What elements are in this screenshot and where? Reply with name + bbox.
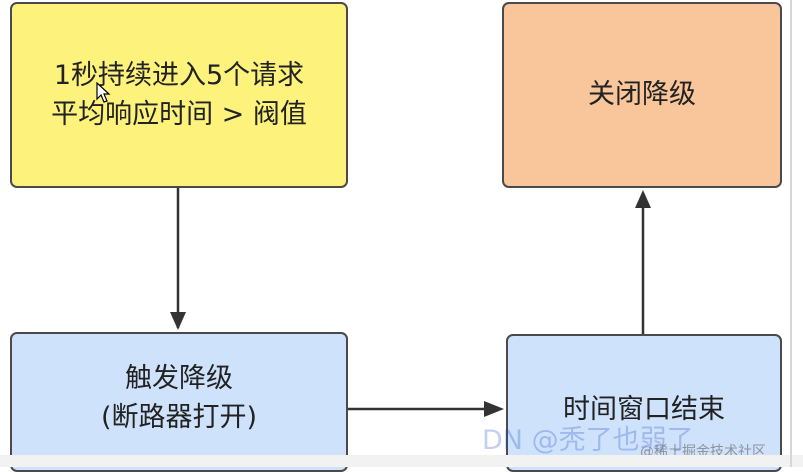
right-border xyxy=(790,0,792,467)
mouse-cursor-icon xyxy=(96,82,111,103)
bottom-strip xyxy=(0,455,803,467)
node-condition: 1秒持续进入5个请求 平均响应时间 > 阀值 xyxy=(10,2,348,188)
node-close-degrade-label: 关闭降级 xyxy=(588,79,696,111)
arrowhead-up xyxy=(635,190,651,208)
node-trigger-degrade-label: 触发降级 (断路器打开) xyxy=(100,362,258,433)
watermark-text: DN @秃了也弱了 xyxy=(482,425,694,456)
arrowhead-right xyxy=(484,401,504,417)
node-window-end: 时间窗口结束 xyxy=(506,334,782,472)
node-condition-label: 1秒持续进入5个请求 平均响应时间 > 阀值 xyxy=(51,59,307,130)
node-close-degrade: 关闭降级 xyxy=(502,2,782,188)
arrowhead-down xyxy=(170,312,186,330)
node-window-end-label: 时间窗口结束 xyxy=(563,394,725,426)
node-trigger-degrade: 触发降级 (断路器打开) xyxy=(10,332,348,472)
